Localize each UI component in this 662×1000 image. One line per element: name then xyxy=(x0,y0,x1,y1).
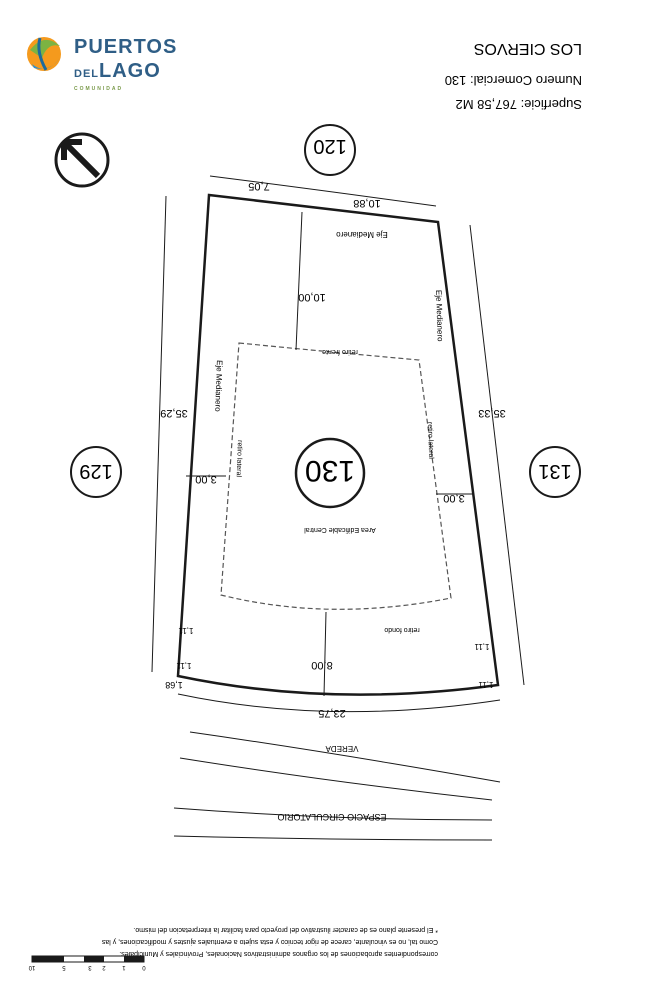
footnote-line1: * El presente plano es de caracter ilust… xyxy=(133,926,438,933)
lot-number-west: 129 xyxy=(79,460,112,482)
scale-tick-2: 2 xyxy=(102,964,106,970)
brand-line2-main: LAGO xyxy=(99,60,161,82)
label-left-edge: Eje Medianero xyxy=(213,360,224,412)
dim-right-side: 35,33 xyxy=(478,407,506,419)
dim-rear-setback xyxy=(323,611,327,697)
lot-plan-mirrored-content: LOS CIERVOS Numero Comercial: 130 Superf… xyxy=(445,40,582,112)
lot-number-label: Numero Comercial: 130 xyxy=(445,73,582,88)
label-street: VEREDA xyxy=(325,744,359,753)
scale-tick-3: 3 xyxy=(88,964,92,970)
dim-small-br: 1,11 xyxy=(478,680,494,689)
lot-circle-main xyxy=(294,437,366,509)
footnote-line2: Como tal, no es vinculante, carece de ri… xyxy=(101,938,438,945)
dim-line-right xyxy=(469,224,525,686)
lot-area-label: Superficie: 767,58 M2 xyxy=(456,97,582,112)
street-curve-3 xyxy=(173,807,493,821)
dim-rear-setback-value: 8,00 xyxy=(311,659,332,671)
footnote-line3: correspondientes aprobaciones de los org… xyxy=(119,950,438,957)
dim-top-left: 7,05 xyxy=(248,180,269,192)
dim-top-right: 10,88 xyxy=(353,197,381,209)
lot-circle-east xyxy=(529,446,581,498)
scale-tick-1: 1 xyxy=(122,964,126,970)
label-circulation: ESPACIO CIRCULATORIO xyxy=(277,812,386,822)
dim-front-setback xyxy=(295,211,303,351)
dim-small-bl2: 1,11 xyxy=(176,661,192,670)
dim-small-l: 1,11 xyxy=(178,626,194,635)
scale-tick-0: 0 xyxy=(142,964,146,970)
street-curve-1 xyxy=(189,731,501,783)
dim-line-bottom xyxy=(177,693,501,713)
lot-circle-west xyxy=(70,446,122,498)
dim-bottom: 23,75 xyxy=(318,707,346,719)
dim-left-side: 35,29 xyxy=(160,407,188,419)
plan-labels: 120 129 131 130 7,05 10,88 10,00 35,29 3… xyxy=(28,135,572,970)
brand-line2-small: DEL xyxy=(74,68,99,80)
lot-number-main: 130 xyxy=(305,454,355,487)
lot-number-north: 120 xyxy=(313,135,346,157)
scale-tick-10: 10 xyxy=(28,964,35,970)
dim-front-setback-value: 10,00 xyxy=(298,291,326,303)
dim-line-top xyxy=(209,175,437,207)
lot-number-east: 131 xyxy=(538,460,571,482)
lot-boundary xyxy=(176,193,500,696)
brand-tagline: COMUNIDAD xyxy=(74,86,124,92)
dim-left-setback-value: 3,00 xyxy=(195,473,216,485)
label-inner-top: retiro frente xyxy=(322,348,358,355)
brand-line2: DELLAGO xyxy=(74,60,161,83)
dim-line-left xyxy=(151,195,167,673)
label-top-edge: Eje Medianero xyxy=(336,230,388,239)
lot-circle-north xyxy=(304,124,356,176)
scale-tick-5: 5 xyxy=(62,964,66,970)
label-inner-right: retiro lateral xyxy=(426,422,434,460)
dim-small-r: 1,11 xyxy=(474,642,490,651)
label-inner-left: retiro lateral xyxy=(235,440,243,478)
dim-right-setback-value: 3,00 xyxy=(443,492,464,504)
scale-bar: 0 1 2 3 5 10 xyxy=(28,955,146,970)
street-curve-2 xyxy=(179,757,493,801)
logo-emblem-icon xyxy=(27,37,61,71)
north-arrow-icon xyxy=(54,132,110,188)
street-curve-4 xyxy=(173,835,493,841)
brand-line1: PUERTOS xyxy=(74,36,178,58)
label-inner-bottom: retiro fondo xyxy=(384,626,420,633)
brand-logo: PUERTOS DELLAGO COMUNIDAD xyxy=(22,22,176,102)
label-buildable: Area Edificable Central xyxy=(304,526,376,533)
dim-small-bl1: 1,68 xyxy=(165,680,183,690)
neighborhood-title: LOS CIERVOS xyxy=(474,40,582,57)
buildable-area xyxy=(220,342,452,610)
label-right-edge: Eje Medianero xyxy=(434,290,445,342)
